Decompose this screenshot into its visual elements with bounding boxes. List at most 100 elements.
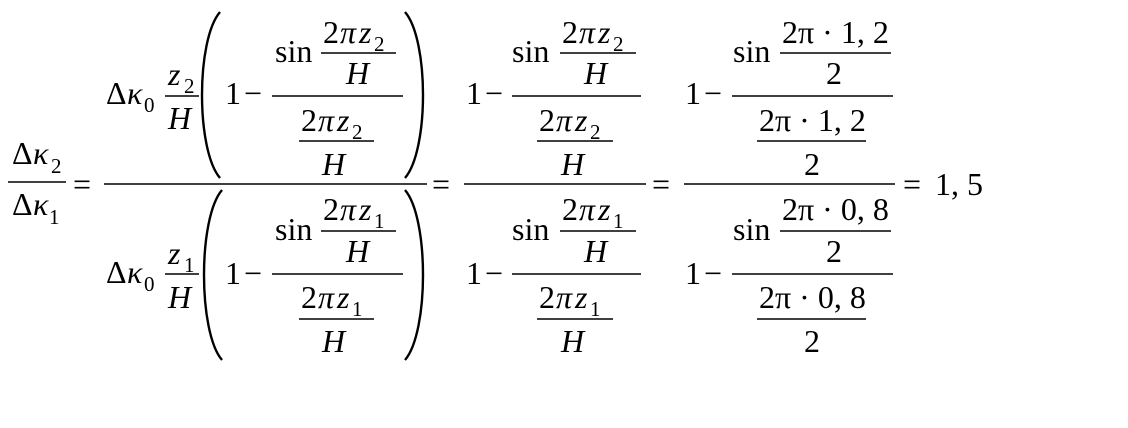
s3-bot-sin: sin xyxy=(733,211,770,247)
s3-top-sin-two: 2 xyxy=(826,55,842,91)
lhs-kappa-top: κ xyxy=(33,135,49,171)
s3-bot-sin-value: 2π · 0, 8 xyxy=(782,191,889,227)
num-sin-two: 2 xyxy=(323,14,339,50)
third-denominator: 1 − sin 2π · 0, 8 2 2π · 0, 8 2 xyxy=(685,191,893,359)
s2-bot-sin-H: H xyxy=(583,233,609,269)
s2-bot-sin: sin xyxy=(512,211,549,247)
s2-bot-sin-pi: π xyxy=(579,191,596,227)
second-numerator: 1 − sin 2 π z 2 H 2 π z 2 H xyxy=(466,14,641,182)
den-z-index: 1 xyxy=(184,253,195,277)
num-den-z: z xyxy=(336,102,350,138)
den-minus: − xyxy=(244,255,262,291)
s3-bot-one: 1 xyxy=(685,255,701,291)
den-den-z-index: 1 xyxy=(352,297,363,321)
s2-top-sin-H: H xyxy=(583,55,609,91)
third-numerator: 1 − sin 2π · 1, 2 2 2π · 1, 2 2 xyxy=(685,14,893,182)
s3-bot-den-two: 2 xyxy=(804,323,820,359)
s2-bot-minus: − xyxy=(485,255,503,291)
lhs-kappa-bottom: κ xyxy=(33,186,49,222)
num-den-pi: π xyxy=(318,102,335,138)
num-right-paren xyxy=(404,11,425,179)
s3-top-den-two: 2 xyxy=(804,146,820,182)
s2-top-sin-two: 2 xyxy=(562,14,578,50)
s2-top-sin-pi: π xyxy=(579,14,596,50)
den-kappa-index: 0 xyxy=(144,272,155,296)
den-one: 1 xyxy=(225,255,241,291)
s3-top-sin-value: 2π · 1, 2 xyxy=(782,14,889,50)
den-sin-pi: π xyxy=(340,191,357,227)
num-den-z-index: 2 xyxy=(352,120,363,144)
s2-bot-den-pi: π xyxy=(556,279,573,315)
num-sin-pi: π xyxy=(340,14,357,50)
s2-top-one: 1 xyxy=(466,75,482,111)
num-left-paren xyxy=(200,11,221,179)
den-delta: Δ xyxy=(106,254,127,290)
lhs-fraction: Δ κ 2 Δ κ 1 xyxy=(8,135,66,229)
equals-sign-4: = xyxy=(903,166,921,202)
s2-bot-den-z: z xyxy=(574,279,588,315)
s2-top-den-two: 2 xyxy=(539,102,555,138)
den-sin-two: 2 xyxy=(323,191,339,227)
main-denominator: Δ κ 0 z 1 H 1 − sin 2 π z 1 H 2 π z 1 H xyxy=(106,189,425,361)
lhs-delta-bottom: Δ xyxy=(12,186,33,222)
s3-bot-minus: − xyxy=(704,255,722,291)
s2-bot-sin-z-index: 1 xyxy=(613,209,624,233)
equals-sign-3: = xyxy=(652,166,670,202)
num-sin-z-index: 2 xyxy=(374,32,385,56)
num-sin: sin xyxy=(275,33,312,69)
lhs-delta-top: Δ xyxy=(12,135,33,171)
num-den-H: H xyxy=(321,146,347,182)
num-delta: Δ xyxy=(106,75,127,111)
num-sin-z: z xyxy=(358,14,372,50)
den-sin-z: z xyxy=(358,191,372,227)
den-kappa: κ xyxy=(127,254,143,290)
equals-sign-1: = xyxy=(73,166,91,202)
s3-bot-den-value: 2π · 0, 8 xyxy=(759,279,866,315)
den-sin: sin xyxy=(275,211,312,247)
den-sin-H: H xyxy=(345,233,371,269)
num-one: 1 xyxy=(225,75,241,111)
s2-bot-den-two: 2 xyxy=(539,279,555,315)
main-numerator: Δ κ 0 z 2 H 1 − sin 2 π z 2 H 2 π z 2 H xyxy=(106,11,425,182)
s2-bot-den-z-index: 1 xyxy=(590,297,601,321)
s3-top-one: 1 xyxy=(685,75,701,111)
s2-top-sin: sin xyxy=(512,33,549,69)
s2-top-sin-z-index: 2 xyxy=(613,32,624,56)
s2-bot-one: 1 xyxy=(466,255,482,291)
num-kappa-index: 0 xyxy=(144,93,155,117)
den-H: H xyxy=(167,279,193,315)
s2-top-den-z-index: 2 xyxy=(590,120,601,144)
s2-top-den-pi: π xyxy=(556,102,573,138)
s2-bot-sin-z: z xyxy=(597,191,611,227)
lhs-index-top: 2 xyxy=(51,154,62,178)
s3-top-sin: sin xyxy=(733,33,770,69)
num-z: z xyxy=(167,56,181,92)
second-denominator: 1 − sin 2 π z 1 H 2 π z 1 H xyxy=(466,191,641,359)
den-z: z xyxy=(167,235,181,271)
num-den-two: 2 xyxy=(301,102,317,138)
den-left-paren xyxy=(202,189,223,361)
den-sin-z-index: 1 xyxy=(374,209,385,233)
s2-top-minus: − xyxy=(485,75,503,111)
den-den-H: H xyxy=(321,323,347,359)
den-right-paren xyxy=(404,189,425,361)
s3-top-minus: − xyxy=(704,75,722,111)
num-z-index: 2 xyxy=(184,74,195,98)
num-sin-H: H xyxy=(345,55,371,91)
s2-top-den-H: H xyxy=(560,146,586,182)
num-H: H xyxy=(167,100,193,136)
den-den-two: 2 xyxy=(301,279,317,315)
equals-sign-2: = xyxy=(432,166,450,202)
s2-top-den-z: z xyxy=(574,102,588,138)
lhs-index-bottom: 1 xyxy=(49,205,60,229)
s2-top-sin-z: z xyxy=(597,14,611,50)
num-minus: − xyxy=(244,75,262,111)
s3-bot-sin-two: 2 xyxy=(826,233,842,269)
num-kappa: κ xyxy=(127,75,143,111)
result-value: 1, 5 xyxy=(935,166,983,202)
s2-bot-sin-two: 2 xyxy=(562,191,578,227)
den-den-pi: π xyxy=(318,279,335,315)
s3-top-den-value: 2π · 1, 2 xyxy=(759,102,866,138)
